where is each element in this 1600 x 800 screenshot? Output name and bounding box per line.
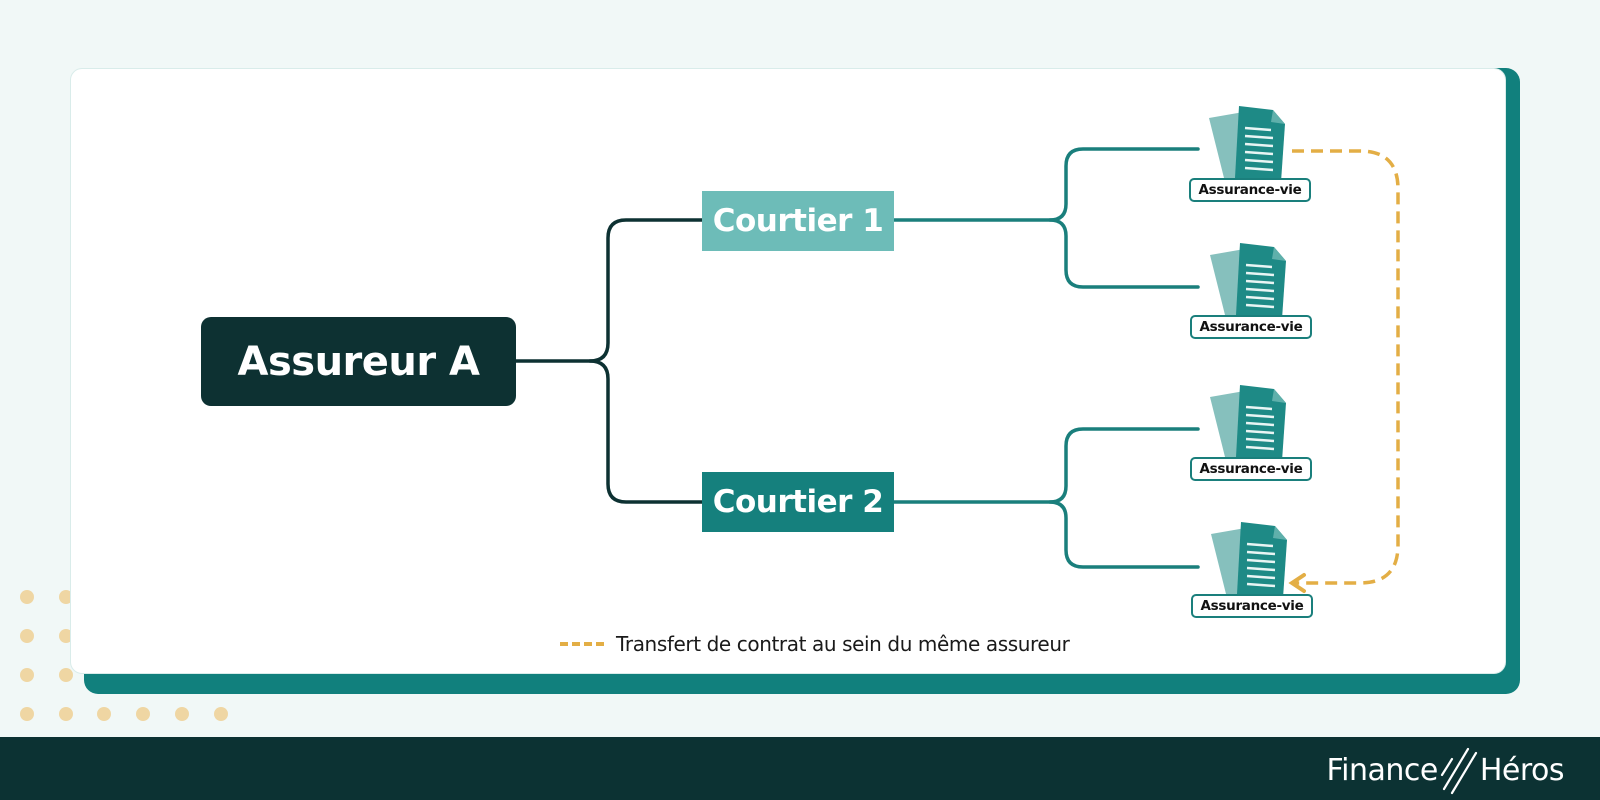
document-icon [1209,106,1285,182]
document-icon [1210,243,1286,319]
document-icon [1210,385,1286,461]
broker-1-label: Courtier 1 [712,203,884,239]
contract-label: Assurance-vie [1190,457,1312,481]
contract-node-4: Assurance-vie [1191,522,1315,618]
brand-name-right: Héros [1479,752,1565,788]
contract-label: Assurance-vie [1191,594,1313,618]
contract-node-3: Assurance-vie [1190,385,1314,481]
insurer-label: Assureur A [237,338,481,385]
insurer-node: Assureur A [201,317,516,406]
broker-2-label: Courtier 2 [712,484,884,520]
dashed-line-icon [560,642,604,646]
contract-label: Assurance-vie [1190,315,1312,339]
brand-logo: Finance Héros [1326,745,1565,795]
legend-label: Transfert de contrat au sein du même ass… [616,632,1070,656]
contract-node-2: Assurance-vie [1190,243,1314,339]
broker-1-node: Courtier 1 [702,191,894,251]
footer: Finance Héros [0,737,1600,800]
double-slash-icon [1440,747,1477,795]
legend: Transfert de contrat au sein du même ass… [560,632,1070,656]
document-icon [1211,522,1287,598]
broker-2-node: Courtier 2 [702,472,894,532]
decorative-dots [20,590,228,721]
contract-node-1: Assurance-vie [1189,106,1313,202]
brand-name-left: Finance [1326,752,1439,788]
contract-label: Assurance-vie [1189,178,1311,202]
